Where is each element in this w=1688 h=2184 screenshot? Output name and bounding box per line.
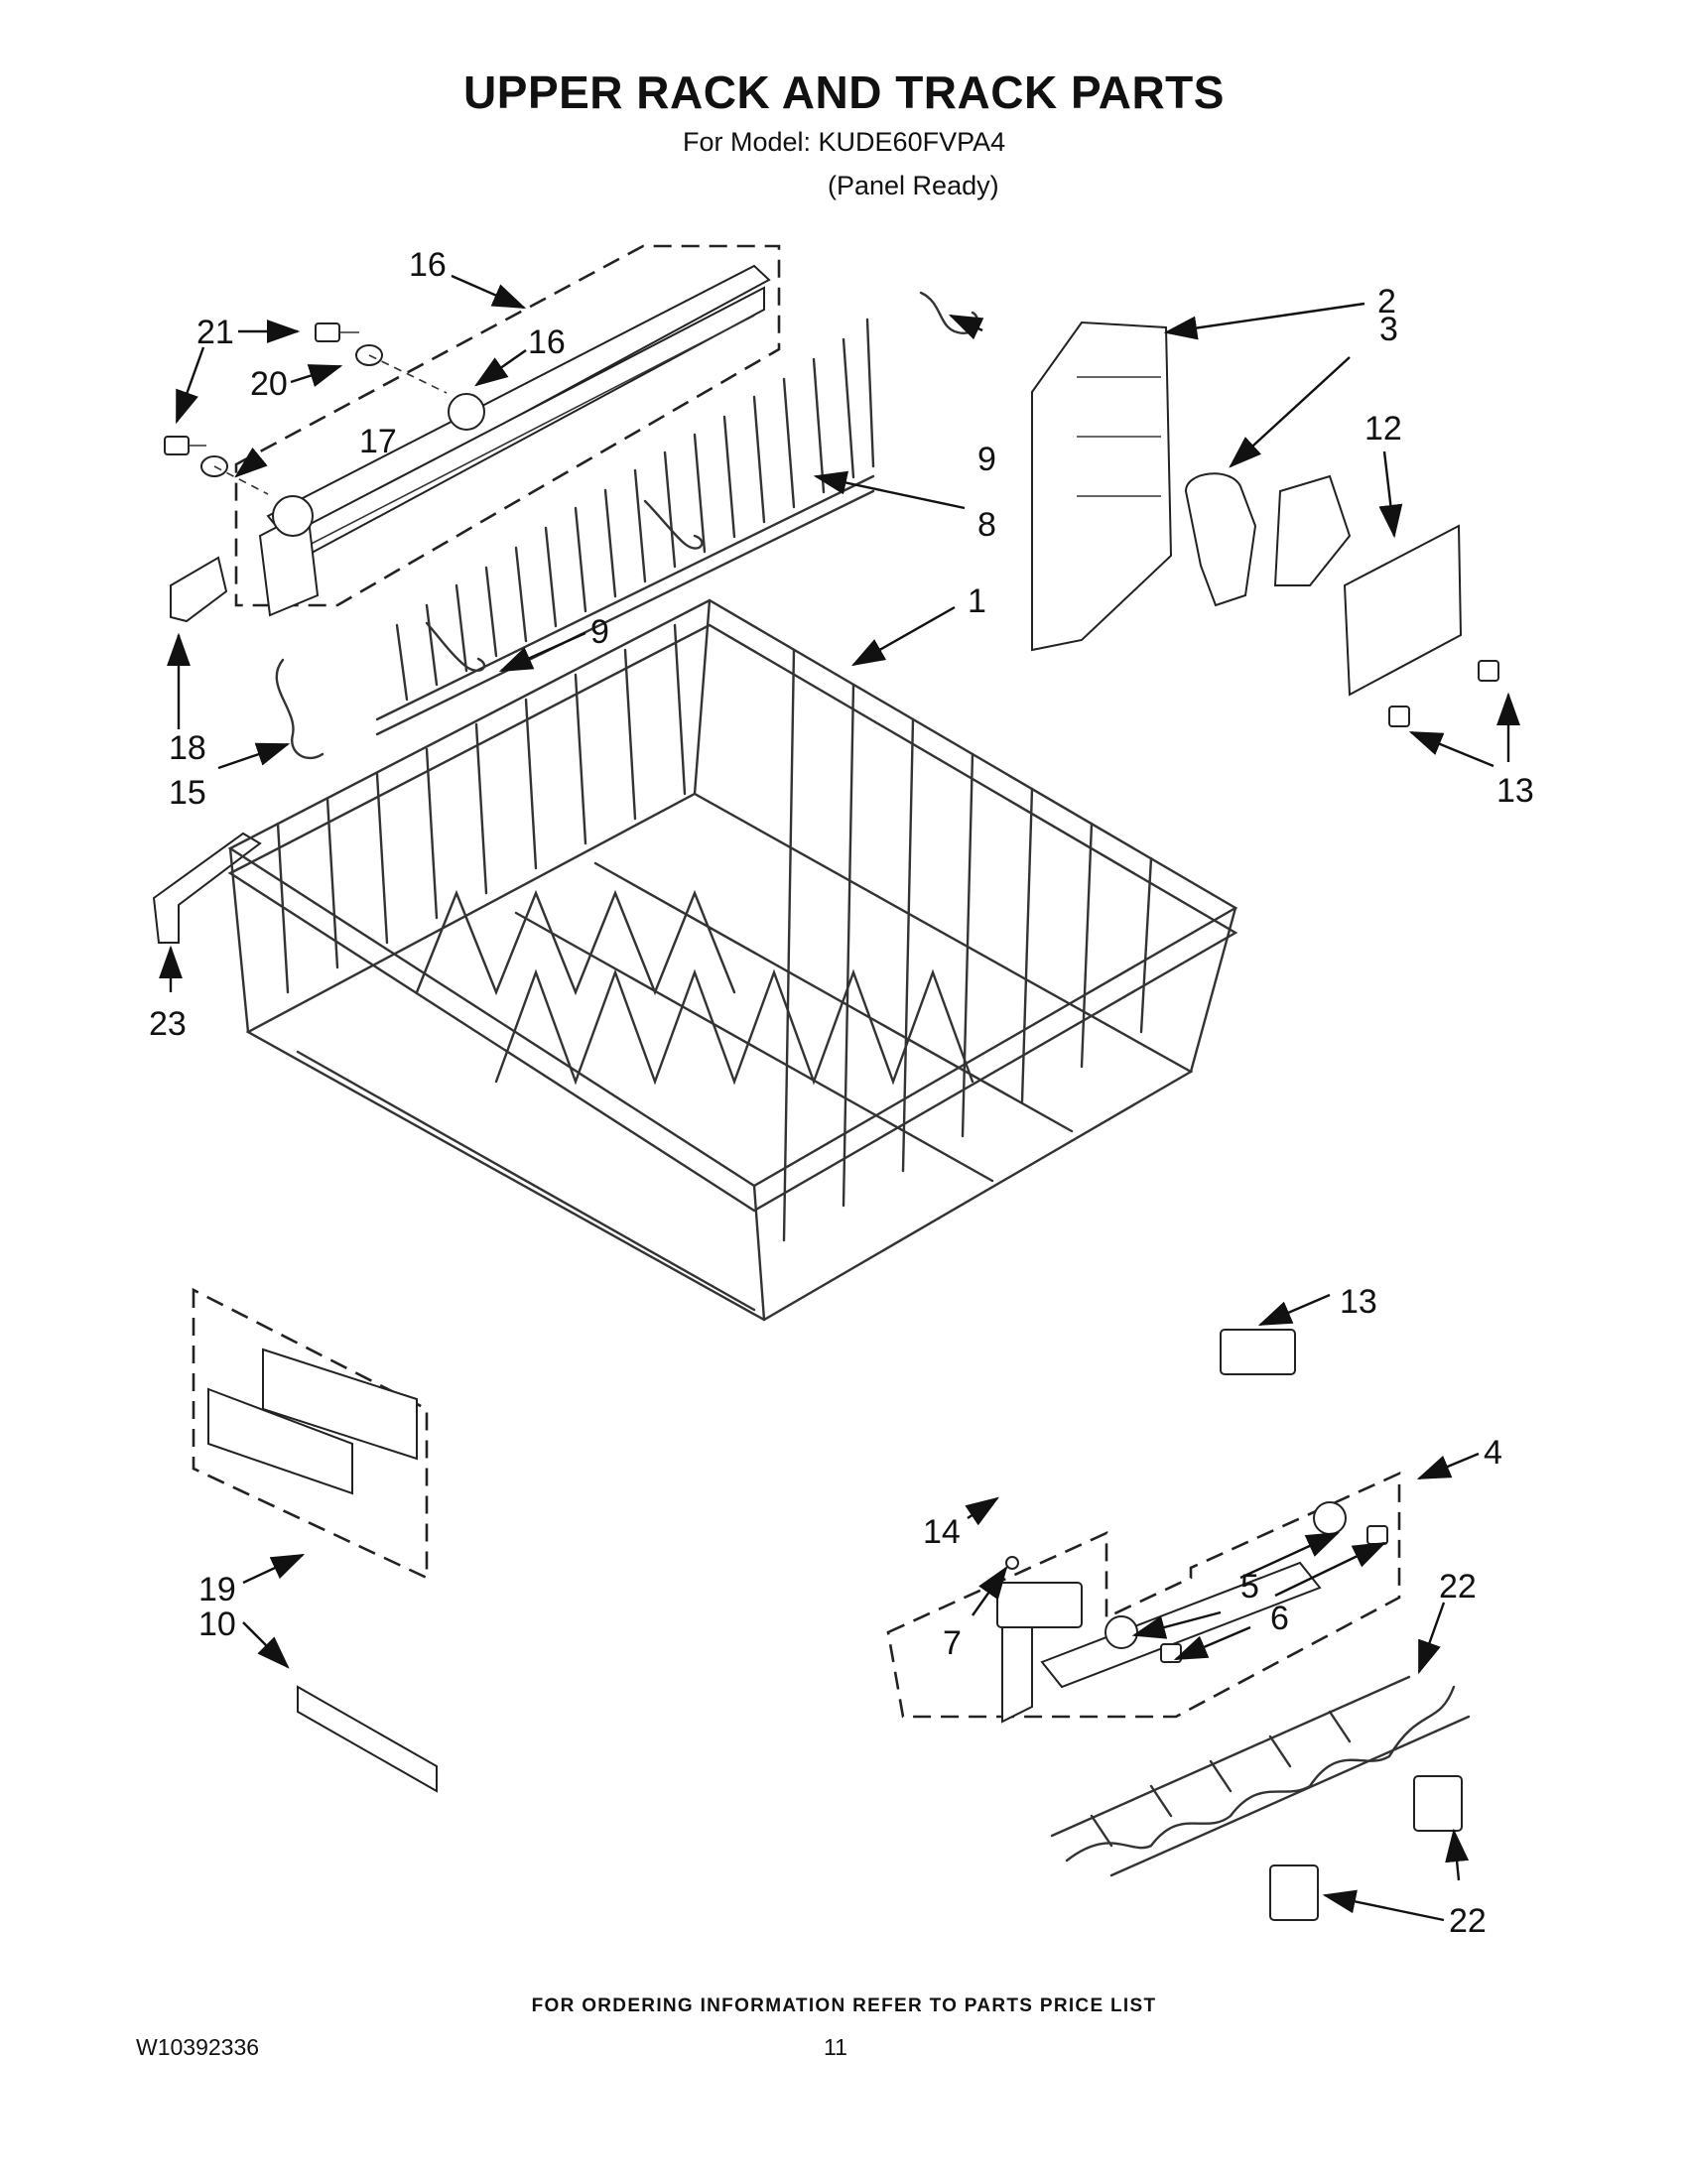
ordering-note: FOR ORDERING INFORMATION REFER TO PARTS … bbox=[531, 1995, 1157, 2016]
callout-9: 9 bbox=[977, 441, 996, 478]
callout-8: 8 bbox=[977, 506, 996, 544]
callout-20: 19 bbox=[198, 1571, 236, 1608]
rail-end-cap-part bbox=[170, 556, 228, 623]
washer-part bbox=[200, 344, 383, 477]
callout-3: 3 bbox=[1379, 311, 1398, 348]
callout-16: 17 bbox=[359, 423, 397, 460]
end-cap-assembly-outline bbox=[192, 1287, 429, 1581]
callout-14: 15 bbox=[169, 774, 206, 812]
callout-17: 18 bbox=[169, 729, 206, 767]
callout-12: 13 bbox=[1496, 772, 1534, 810]
leader-arrows bbox=[159, 274, 1520, 1922]
callout-15: 16 bbox=[409, 246, 447, 284]
rail-assembly-part bbox=[258, 264, 771, 617]
stop-clip-part bbox=[152, 832, 262, 944]
callout-21: 22 bbox=[1439, 1568, 1477, 1606]
callout-10: 10 bbox=[198, 1606, 236, 1643]
callout-5: 5 bbox=[1240, 1568, 1259, 1606]
document-number: W10392336 bbox=[136, 2034, 260, 2060]
tine-clip-part bbox=[919, 291, 979, 334]
wheel-part bbox=[1104, 1501, 1347, 1649]
tine-row-part bbox=[375, 318, 875, 736]
callout-19: 21 bbox=[196, 314, 234, 351]
end-cap-part bbox=[207, 1348, 418, 1495]
callout-22: 22 bbox=[1449, 1902, 1487, 1940]
tine-clip-part bbox=[643, 499, 704, 550]
model-variant: (Panel Ready) bbox=[828, 171, 999, 200]
clip-part bbox=[275, 658, 325, 760]
callout-7: 7 bbox=[943, 1624, 962, 1662]
screw-part bbox=[1388, 660, 1499, 727]
tine-clip-part bbox=[425, 621, 486, 673]
callout-2: 2 bbox=[1377, 283, 1396, 321]
callout-1: 1 bbox=[968, 582, 986, 620]
upper-rack-part bbox=[227, 598, 1238, 1322]
shelf-clip-part bbox=[1269, 1775, 1463, 1921]
latch-part bbox=[297, 1685, 438, 1793]
callout-18: 20 bbox=[250, 365, 288, 403]
callout-4: 4 bbox=[1484, 1434, 1502, 1472]
callout-23: 23 bbox=[149, 1005, 187, 1043]
rack-adjuster-part bbox=[1031, 321, 1173, 652]
model-line: For Model: KUDE60FVPA4 bbox=[683, 127, 1006, 157]
adjuster-lever-part bbox=[1273, 474, 1352, 586]
page-number: 11 bbox=[824, 2034, 847, 2060]
adjuster-handle-part bbox=[1184, 472, 1257, 607]
track-part bbox=[1001, 1561, 1322, 1724]
track-stop-part bbox=[996, 1329, 1296, 1628]
track-assembly-outline bbox=[886, 1471, 1401, 1719]
callout-13: 14 bbox=[923, 1513, 961, 1551]
callout-16: 16 bbox=[528, 323, 566, 361]
callout-9: 9 bbox=[590, 613, 609, 651]
page-title: UPPER RACK AND TRACK PARTS bbox=[463, 66, 1225, 118]
callout-13: 13 bbox=[1340, 1283, 1377, 1321]
screw-part bbox=[164, 322, 359, 455]
pin-part bbox=[1005, 1556, 1019, 1570]
rail-assembly-outline bbox=[234, 244, 781, 607]
callout-labels: 16 21 16 20 17 9 8 2 3 12 1 9 18 15 13 2… bbox=[149, 246, 1534, 1940]
callout-11: 12 bbox=[1364, 410, 1402, 448]
adjuster-cover-part bbox=[1343, 524, 1463, 697]
cup-shelf-part bbox=[1050, 1675, 1471, 1877]
callout-6: 6 bbox=[1270, 1600, 1289, 1637]
